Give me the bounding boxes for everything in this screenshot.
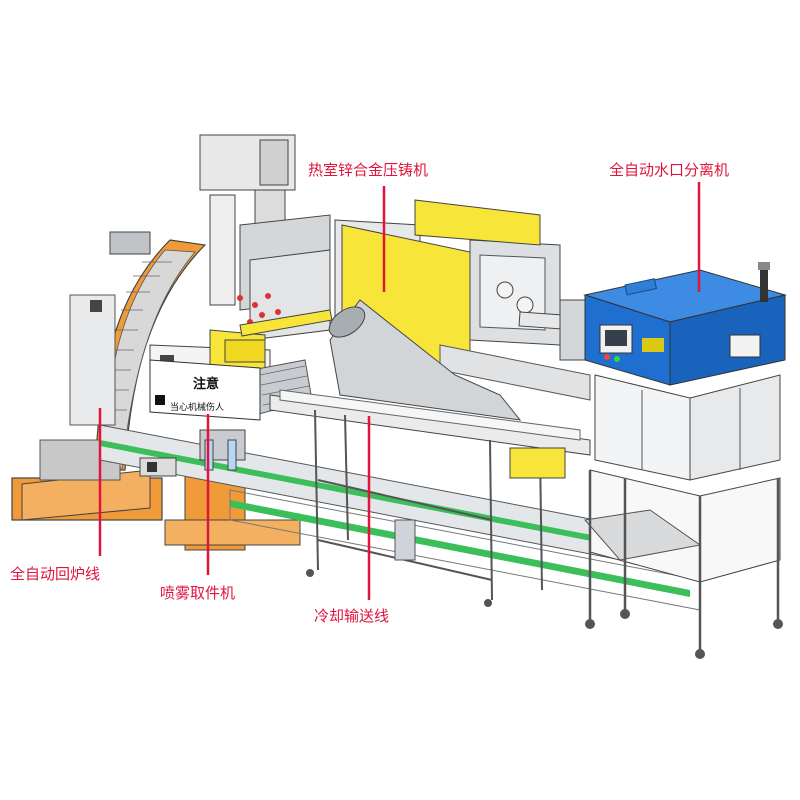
warning-sign-icon <box>155 395 165 405</box>
label-spray-pickup: 喷雾取件机 <box>160 584 236 602</box>
label-return-conveyor: 全自动回炉线 <box>10 565 101 583</box>
die-casting-machine <box>199 134 601 401</box>
callout-lines <box>98 182 701 600</box>
sprue-separator <box>583 262 787 659</box>
return-conveyor <box>11 231 207 521</box>
label-die-casting-machine: 热室锌合金压铸机 <box>308 161 429 179</box>
warning-sign-subtitle: 当心机械伤人 <box>170 401 224 413</box>
cooling-conveyor <box>269 299 591 607</box>
label-sprue-separator: 全自动水口分离机 <box>609 161 730 179</box>
machine-base <box>99 424 701 611</box>
warning-sign-title: 注意 <box>193 376 219 392</box>
warning-sign: 注意 当心机械伤人 <box>149 359 261 421</box>
label-cooling-conveyor: 冷却输送线 <box>314 607 390 625</box>
